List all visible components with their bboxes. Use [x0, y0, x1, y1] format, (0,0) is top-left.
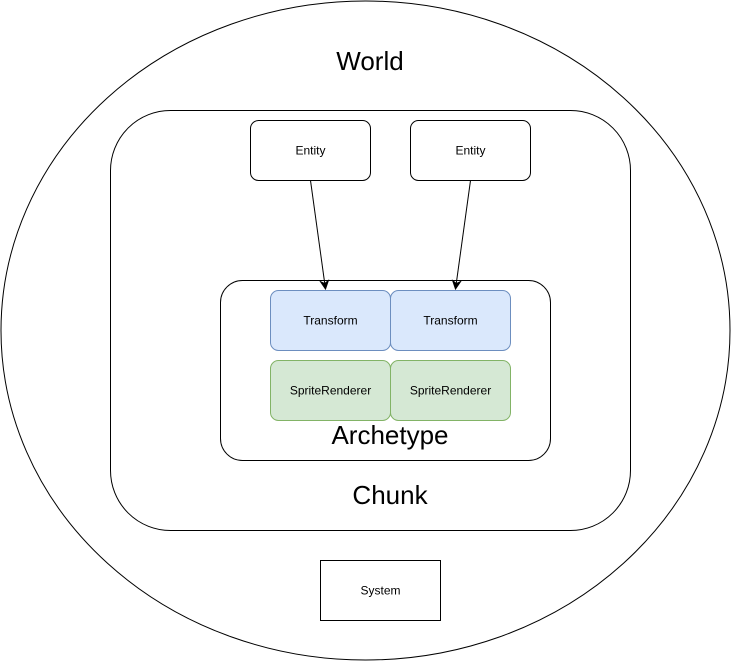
component-box [390, 290, 511, 351]
entity-node-1[interactable]: Entity [250, 120, 371, 181]
system-box [320, 560, 441, 621]
chunk-label: Chunk [352, 480, 428, 510]
component-label: Transform [303, 314, 357, 328]
arrow-entity1-to-transform1[interactable] [310, 180, 326, 290]
component-label: Transform [423, 314, 477, 328]
system-label: System [360, 584, 400, 598]
entity-node-2[interactable]: Entity [410, 120, 531, 181]
world-label: World [336, 46, 403, 76]
entity-label: Entity [295, 144, 325, 158]
entity-label: Entity [455, 144, 485, 158]
component-spriterenderer-1[interactable]: SpriteRenderer [270, 360, 391, 421]
component-spriterenderer-2[interactable]: SpriteRenderer [390, 360, 511, 421]
arrow-entity2-to-transform2[interactable] [456, 180, 471, 290]
system-node[interactable]: System [320, 560, 441, 621]
archetype-label: Archetype [331, 420, 448, 450]
component-label: SpriteRenderer [290, 384, 371, 398]
component-transform-1[interactable]: Transform [270, 290, 391, 351]
component-label: SpriteRenderer [410, 384, 491, 398]
component-transform-2[interactable]: Transform [390, 290, 511, 351]
component-box [390, 360, 511, 421]
